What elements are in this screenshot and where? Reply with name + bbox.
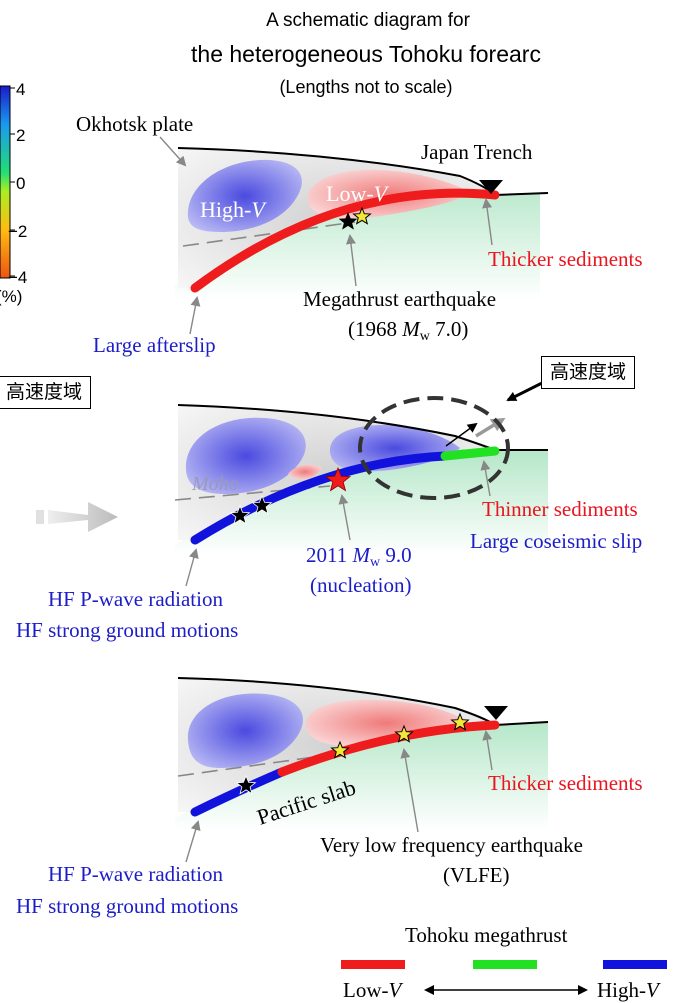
legend-low-v-label: Low-V: [343, 978, 404, 1002]
panel-3: Pacific slab Thicker sediments Very low …: [16, 677, 643, 918]
high-v-body: [187, 693, 303, 768]
high-velocity-zone-callout-left: 高速度域: [0, 376, 92, 409]
legend-swatch-mid: [473, 960, 537, 969]
forearc-top-surface: [177, 677, 496, 726]
eq-2011-label: 2011 Mw 9.0: [306, 543, 412, 570]
title-line-3: (Lengths not to scale): [279, 77, 452, 97]
low-v-small-body: [288, 464, 322, 480]
trench-marker-icon: [479, 180, 503, 194]
colorbar-tick-neg4: −4: [8, 268, 27, 287]
colorbar-tick-0: 0: [16, 174, 25, 193]
red-star-icon: [324, 466, 352, 492]
legend-arrow-right-icon: [578, 985, 588, 995]
transition-arrow-icon: [48, 502, 118, 532]
hf-p-wave-label: HF P-wave radiation: [48, 587, 223, 611]
legend-arrow-left-icon: [424, 985, 434, 995]
yellow-star-icon: [330, 740, 350, 759]
hf-pointer: [185, 820, 201, 863]
slab-region: [175, 690, 548, 830]
okhotsk-pointer: [159, 136, 187, 167]
large-afterslip-label: Large afterslip: [93, 333, 216, 357]
thinner-sediments-pointer: [480, 460, 491, 497]
black-star-icon: [229, 504, 251, 525]
vlfe-label-line-1: Very low frequency earthquake: [320, 833, 583, 857]
black-star-icon: [251, 494, 273, 515]
forearc-top-surface: [177, 404, 496, 451]
thicker-sediments-label: Thicker sediments: [488, 247, 643, 271]
low-v-label: Low-V: [326, 181, 390, 206]
panel-2: Moho Thinner sediments Large coseismic s…: [16, 380, 642, 642]
hf-pointer: [185, 548, 199, 587]
large-coseismic-slip-label: Large coseismic slip: [470, 529, 642, 553]
megathrust-pointer: [345, 234, 357, 287]
title-line-1: A schematic diagram for: [266, 10, 470, 31]
megathrust-fault-blue: [190, 451, 450, 545]
japan-trench-label: Japan Trench: [421, 140, 533, 164]
megathrust-eq-label: Megathrust earthquake: [303, 287, 496, 311]
seafloor-line: [494, 192, 549, 196]
panel-1: High-V Low-V Okhotsk plate Japan Trench …: [76, 112, 643, 357]
hf-p-wave-label: HF P-wave radiation: [48, 862, 223, 886]
yellow-star-icon: [394, 724, 414, 743]
velocity-colorbar: 4 2 0 −2 −4 (%): [0, 80, 27, 306]
megathrust-fault-green: [440, 446, 500, 461]
seafloor-line: [494, 721, 549, 726]
high-velocity-zone-callout-right: 高速度域: [541, 356, 636, 389]
legend-title: Tohoku megathrust: [405, 923, 568, 947]
megathrust-fault-red: [190, 188, 500, 293]
high-v-label: High-V: [200, 197, 267, 222]
trench-marker-icon: [484, 706, 508, 720]
nucleation-label: (nucleation): [310, 573, 411, 597]
legend-high-v-label: High-V: [597, 978, 661, 1002]
moho-dashed: [182, 221, 356, 247]
afterslip-pointer: [189, 296, 201, 335]
vlfe-pointer: [400, 748, 419, 833]
sediments-pointer: [482, 730, 493, 771]
megathrust-fault-red: [277, 720, 500, 777]
black-star-icon: [338, 212, 358, 230]
thicker-sediments-label: Thicker sediments: [488, 771, 643, 795]
megathrust-legend: Tohoku megathrust Low-V High-V: [341, 923, 667, 1002]
uplift-arrow-black: [445, 422, 478, 447]
nucleation-pointer: [338, 494, 351, 541]
colorbar-tick-2: 2: [16, 126, 25, 145]
colorbar-gradient: [0, 85, 11, 279]
colorbar-tick-neg2: −2: [8, 222, 27, 241]
high-v-body: [185, 417, 306, 494]
thinner-sediments-label: Thinner sediments: [482, 497, 638, 521]
moho-label: Moho: [191, 473, 239, 495]
highlight-dashed-ellipse: [358, 396, 510, 500]
callout-arrow: [506, 380, 545, 402]
yellow-star-icon: [352, 206, 372, 225]
hf-strong-motion-label: HF strong ground motions: [16, 618, 238, 642]
event-1968-label: (1968 Mw 7.0): [348, 317, 468, 344]
okhotsk-plate-label: Okhotsk plate: [76, 112, 193, 136]
legend-swatch-high-v: [603, 960, 667, 969]
high-v-body: [187, 159, 302, 232]
forearc-top-surface: [177, 147, 496, 196]
transition-arrow-tail-icon: [36, 510, 44, 524]
vlfe-label-line-2: (VLFE): [443, 863, 510, 887]
hf-strong-motion-label: HF strong ground motions: [16, 894, 238, 918]
colorbar-unit: (%): [0, 287, 22, 306]
sediments-pointer: [482, 198, 493, 246]
megathrust-fault-blue: [190, 767, 287, 817]
title-line-2: the heterogeneous Tohoku forearc: [191, 41, 541, 67]
black-star-icon: [235, 774, 257, 795]
yellow-star-icon: [450, 712, 470, 731]
colorbar-tick-4: 4: [16, 80, 25, 99]
legend-swatch-low-v: [341, 960, 405, 969]
